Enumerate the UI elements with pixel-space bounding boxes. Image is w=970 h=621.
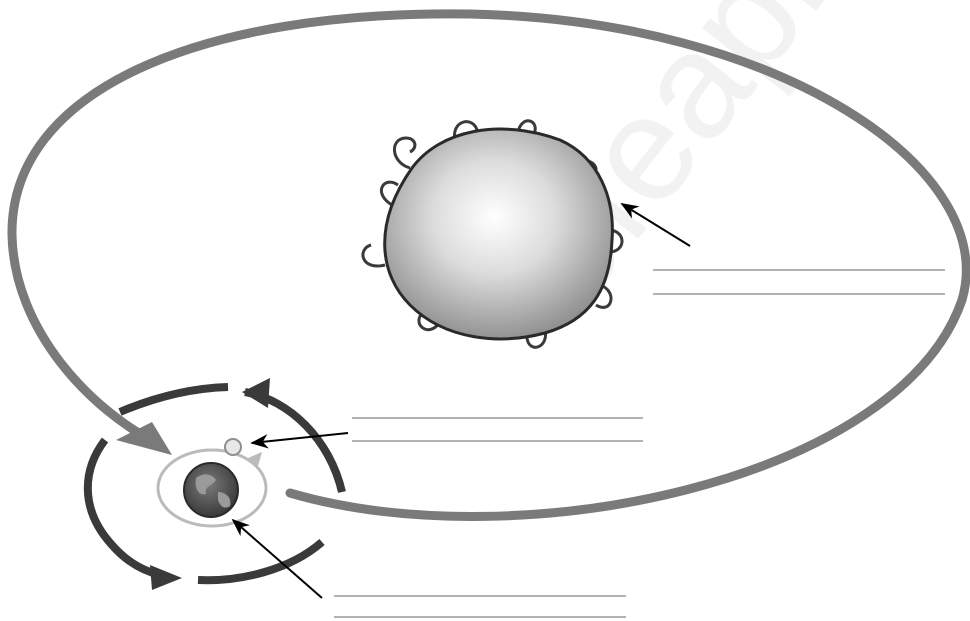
sun-answer-lines[interactable] [653, 270, 945, 294]
earth-answer-lines[interactable] [334, 596, 626, 617]
earth-icon [184, 463, 238, 517]
moon-answer-lines[interactable] [352, 418, 643, 441]
earth-pointer [233, 520, 322, 598]
sun-pointer [622, 204, 690, 246]
sun-icon [363, 121, 622, 347]
rotation-arrowhead-top [242, 378, 270, 408]
rotation-arrowhead-bottom [150, 565, 182, 590]
moon-icon [225, 439, 241, 455]
moon-pointer [252, 433, 348, 443]
